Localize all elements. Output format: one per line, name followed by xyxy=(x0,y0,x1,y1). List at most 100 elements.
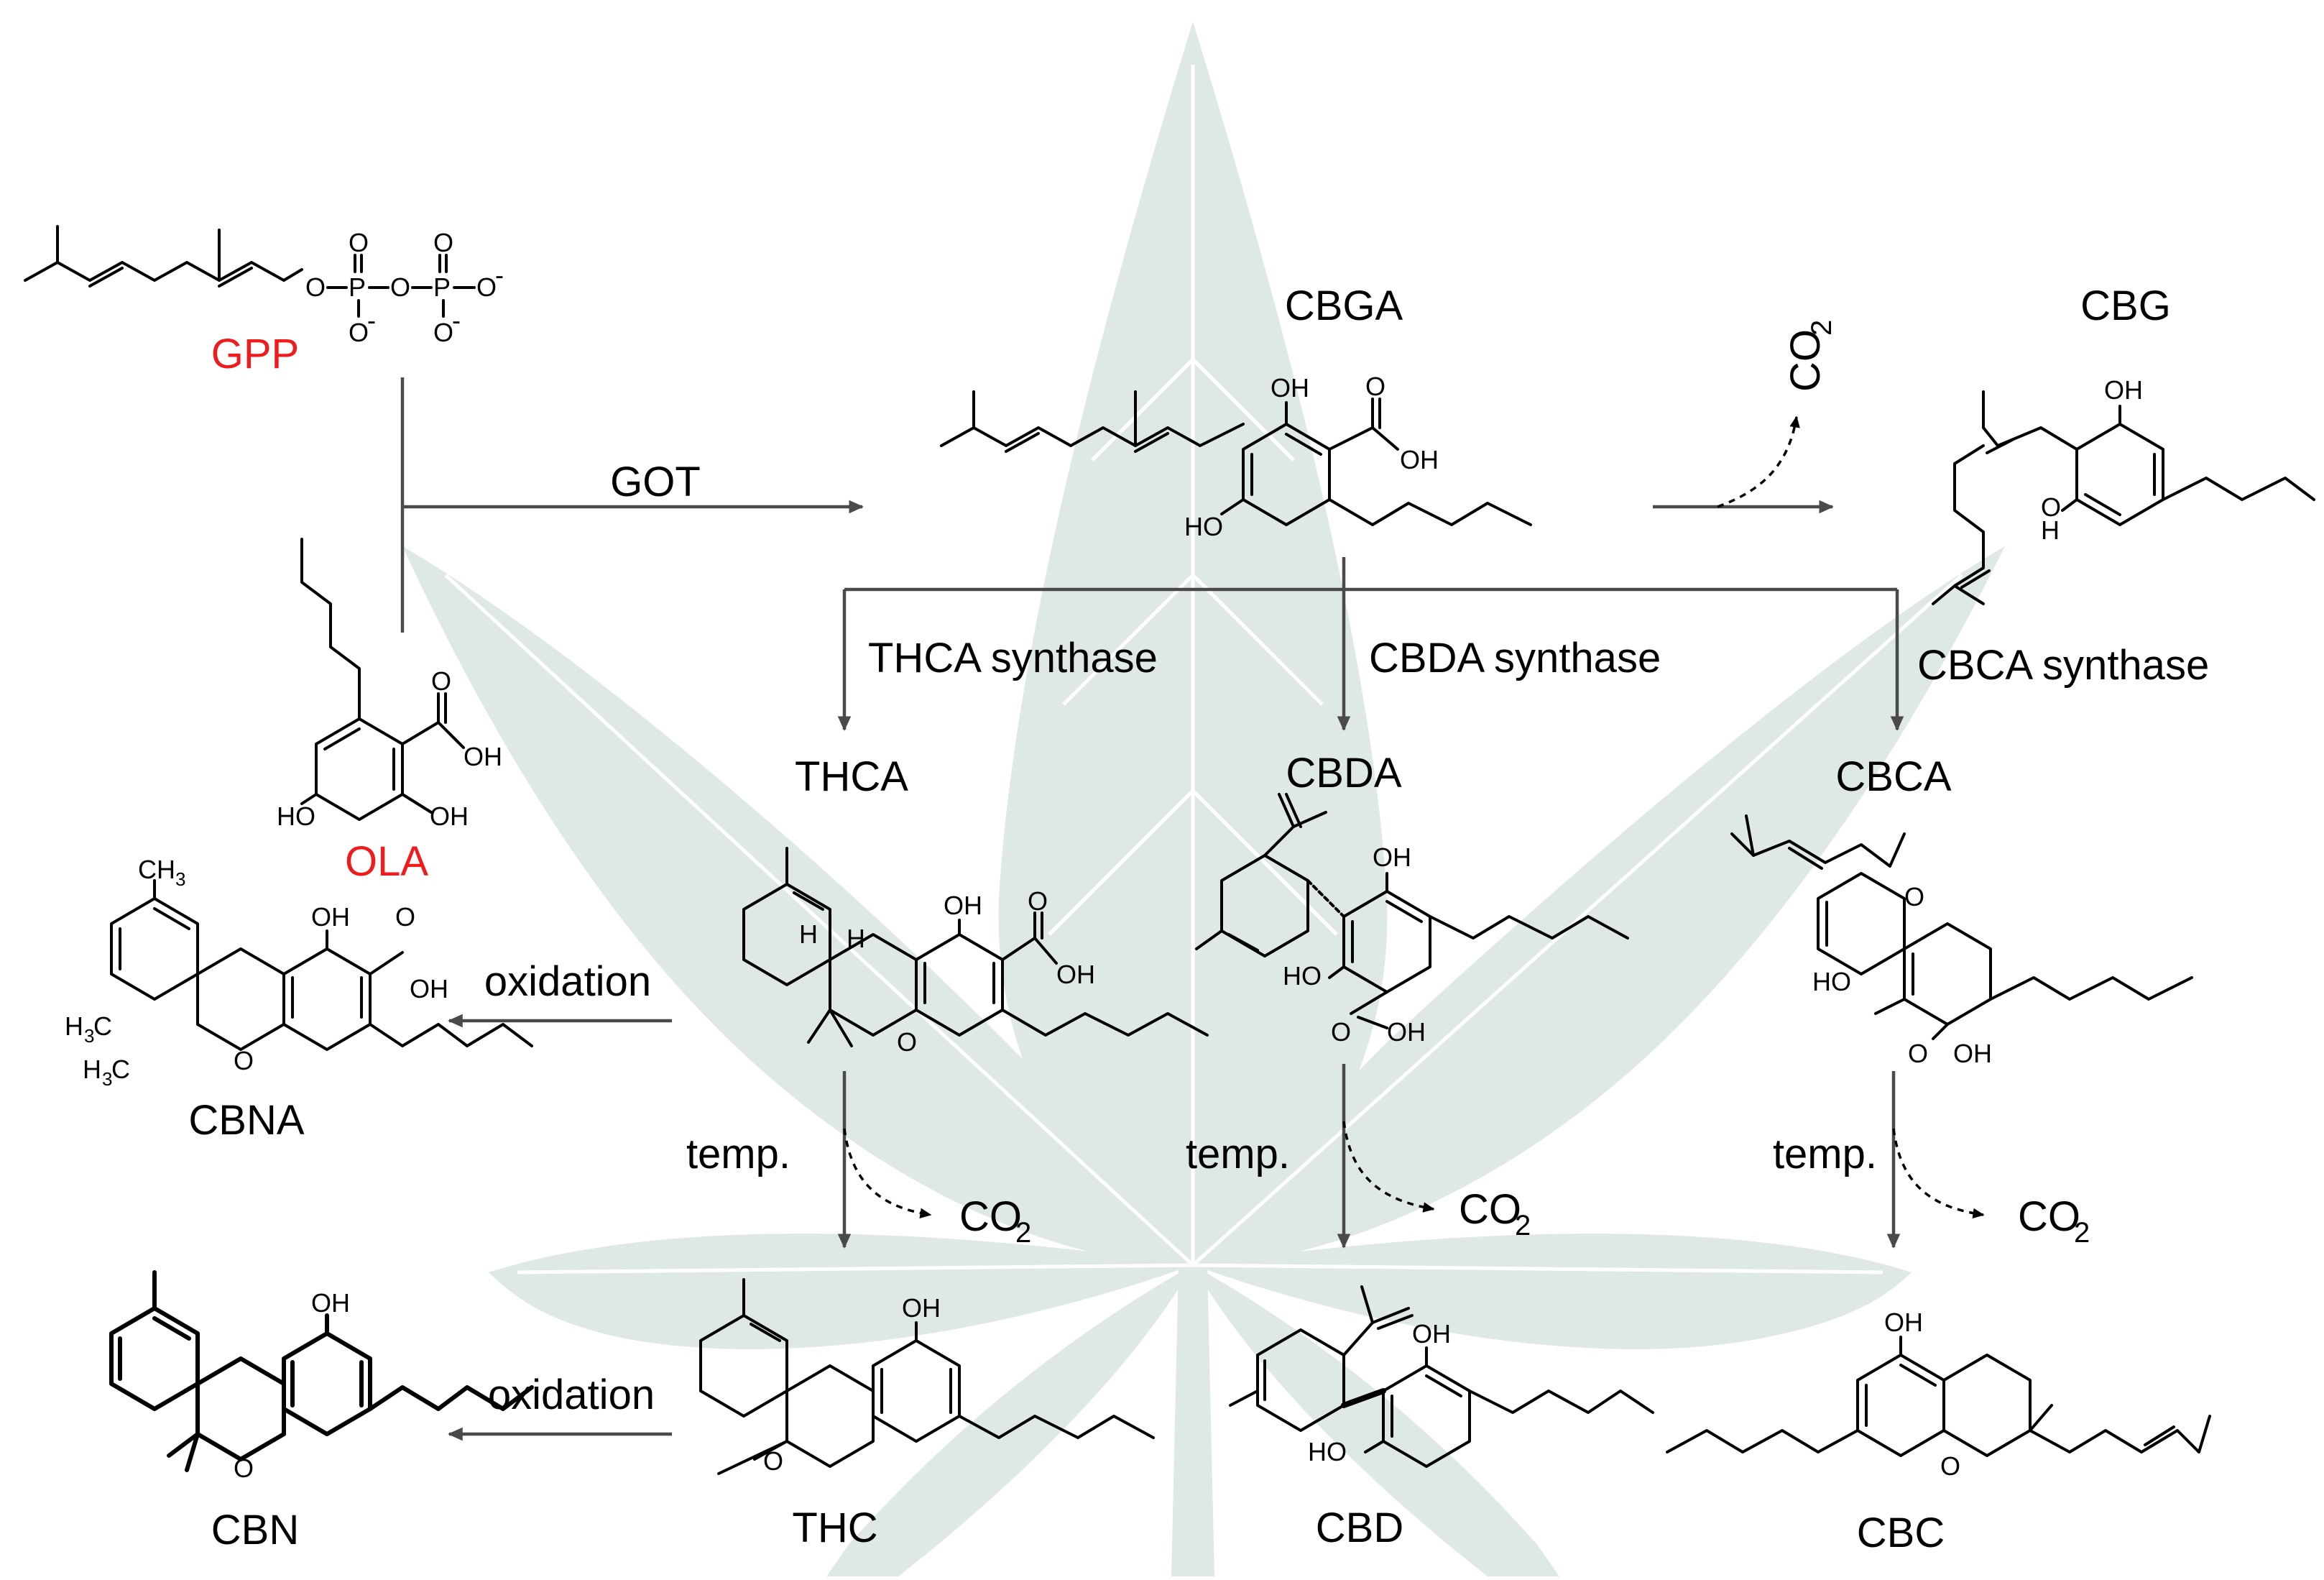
temp-thca-label: temp. xyxy=(686,1131,790,1177)
gpp-neg-1: - xyxy=(367,306,376,335)
ola-ho-bond xyxy=(300,793,318,805)
cbna-pentyl xyxy=(369,1023,533,1047)
cannabis-leaf-watermark xyxy=(402,22,2005,1576)
temp-cbda-label: temp. xyxy=(1186,1131,1290,1177)
cbg-h: H xyxy=(2041,515,2060,545)
cbn-oh: OH xyxy=(311,1288,350,1318)
cbda-isoprop-2 xyxy=(1292,811,1327,828)
cbga-ring-double-2 xyxy=(1285,433,1322,456)
gpp-o-1: O xyxy=(305,272,326,302)
leaf-stem xyxy=(1171,1265,1214,1576)
cbca-label: CBCA xyxy=(1835,753,1951,800)
cbn-gem-1 xyxy=(167,1432,200,1458)
cbda-label: CBDA xyxy=(1286,750,1401,796)
cbn-label: CBN xyxy=(211,1507,299,1553)
cbna-h3c-1: H xyxy=(65,1011,83,1041)
cbda-stereo-link xyxy=(1306,879,1345,918)
leaf-vein-upper-right xyxy=(1191,574,1963,1267)
leaf-lower-left-leaflet xyxy=(489,1234,1193,1349)
thca-gem-1 xyxy=(807,1009,831,1044)
thca-coh xyxy=(1033,937,1058,965)
cbga-o: O xyxy=(1365,372,1385,401)
thc-ring-b xyxy=(785,1364,875,1468)
ola-carboxyl-bond xyxy=(401,721,440,745)
thca-h-2: H xyxy=(847,924,865,953)
cbna-o-ring: O xyxy=(234,1046,254,1075)
cbna-ring-a-double-2 xyxy=(153,907,190,930)
cbna-ring-a xyxy=(110,897,199,1001)
cbca-o-ring: O xyxy=(1904,882,1924,911)
cbda-ring-b-double-2 xyxy=(1385,900,1423,923)
cbda-o: O xyxy=(1331,1017,1351,1047)
gpp-o-5: O xyxy=(433,228,453,257)
cbc-o-ring: O xyxy=(1940,1451,1960,1481)
thc-double xyxy=(750,1323,781,1342)
ola-ho: HO xyxy=(277,802,315,831)
cbna-ring-c xyxy=(282,947,372,1051)
cbga-double-2 xyxy=(1134,432,1169,453)
cbda-co2-main: CO xyxy=(1459,1186,1521,1233)
thca-cooh-bond xyxy=(1001,937,1036,961)
gpp-double-2 xyxy=(218,267,253,288)
cbca-ring-benzene xyxy=(1903,922,1992,1026)
gpp-o-4: O xyxy=(390,272,410,302)
cbc-ring-benzene xyxy=(1856,1354,1945,1457)
cbda-cooh-bond xyxy=(1350,991,1388,1015)
ola-pentyl xyxy=(300,538,361,720)
cbd-pentyl xyxy=(1468,1390,1654,1414)
cbg-oh-1: OH xyxy=(2104,375,2143,405)
cbga-oh-1: OH xyxy=(1271,373,1309,403)
cbna-cooh-bond xyxy=(369,951,404,975)
cbd-structure: OH HO xyxy=(1229,1285,1654,1468)
gpp-chain xyxy=(24,261,303,282)
thca-ring-a xyxy=(742,883,831,986)
cbna-o: O xyxy=(395,902,415,932)
leaf-vein-upper-left xyxy=(444,574,1194,1267)
cbc-side-chain xyxy=(2029,1415,2211,1453)
cbda-oh-1: OH xyxy=(1373,842,1411,872)
leaf-vein-side-1 xyxy=(1048,358,1338,936)
ola-label: OLA xyxy=(345,838,428,885)
thca-pentyl xyxy=(1001,1009,1209,1037)
leaf-small-bottom-left xyxy=(826,1265,1193,1576)
leaf-vein-lower-left xyxy=(517,1263,1194,1274)
ola-o: O xyxy=(431,666,451,696)
cbn-ring-b xyxy=(195,1356,286,1461)
cbn-ring-c xyxy=(282,1331,372,1436)
leaf-lower-right-leaflet xyxy=(1193,1234,1912,1349)
cbc-structure: O OH xyxy=(1666,1308,2211,1481)
cbc-label: CBC xyxy=(1857,1510,1945,1556)
cbg-co2-sub: 2 xyxy=(1806,320,1837,336)
cbc-benzene-double-2 xyxy=(1899,1364,1937,1387)
gpp-o-2: O xyxy=(349,228,369,257)
cbna-label: CBNA xyxy=(188,1097,304,1144)
cbca-side-methyl xyxy=(1745,814,1755,857)
temp-cbca-label: temp. xyxy=(1773,1131,1877,1177)
cbg-double-2 xyxy=(1960,569,1991,589)
gpp-p-2: P xyxy=(433,272,451,302)
cbga-cooh-bond xyxy=(1328,426,1374,451)
cbca-pentyl xyxy=(1989,976,2193,1001)
cbca-ho: HO xyxy=(1812,967,1851,996)
gpp-neg-2: - xyxy=(452,306,461,335)
leaf-small-bottom-right xyxy=(1193,1265,1559,1576)
thca-synthase-label: THCA synthase xyxy=(868,635,1158,681)
cbca-cooh-bond xyxy=(1932,1023,1949,1040)
cbca-structure: O HO O OH xyxy=(1730,814,2193,1068)
oxidation-top-label: oxidation xyxy=(484,958,651,1005)
cbna-h3c-1-c: C xyxy=(93,1011,112,1041)
cbna-h3c-2-sub: 3 xyxy=(102,1068,112,1090)
cbna-ch3-sub: 3 xyxy=(175,868,185,890)
ola-structure: O OH OH HO xyxy=(277,538,502,831)
ola-coh xyxy=(437,721,465,749)
cbga-pentyl xyxy=(1328,498,1532,526)
cbd-ho: HO xyxy=(1308,1437,1347,1466)
cbca-co2-main: CO xyxy=(2018,1193,2080,1240)
oxidation-bottom-label: oxidation xyxy=(488,1372,655,1418)
gpp-neg-3: - xyxy=(495,260,504,290)
cbca-synthase-label: CBCA synthase xyxy=(1917,642,2209,689)
gpp-label: GPP xyxy=(211,331,300,377)
thca-oh-2: OH xyxy=(1056,960,1095,989)
